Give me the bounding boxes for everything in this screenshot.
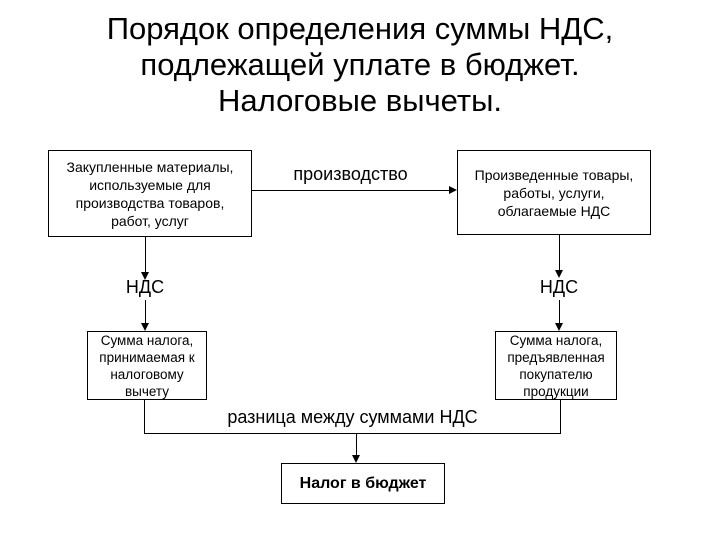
vat-right-arrow-lower-line — [559, 300, 560, 323]
merge-right-line — [560, 400, 561, 434]
production-arrow-line — [252, 190, 449, 191]
box-tax-to-budget: Налог в бюджет — [281, 463, 445, 504]
vat-right-arrow-lower-head-icon — [555, 323, 563, 331]
box-tax-presented-to-buyer: Сумма налога, предъявленная покупателю п… — [495, 331, 617, 400]
budget-arrow-line — [356, 434, 357, 455]
vat-left-arrow-upper-line — [145, 237, 146, 272]
vat-left-label: НДС — [125, 277, 165, 297]
vat-right-label: НДС — [539, 277, 579, 297]
vat-left-arrow-lower-head-icon — [141, 323, 149, 331]
box-produced-goods: Произведенные товары, работы, услуги, об… — [457, 150, 651, 235]
vat-left-arrow-lower-line — [145, 300, 146, 323]
vat-right-arrow-upper-head-icon — [555, 270, 563, 278]
production-label: производство — [293, 164, 408, 184]
budget-arrow-head-icon — [352, 455, 360, 463]
merge-horizontal-line — [144, 433, 561, 434]
difference-label: разница между суммами НДС — [227, 407, 478, 427]
production-arrow-head-icon — [449, 186, 457, 194]
box-tax-deduction: Сумма налога, принимаемая к налоговому в… — [87, 331, 207, 400]
slide-title: Порядок определения суммы НДС, подлежаще… — [106, 11, 614, 118]
box-purchased-materials: Закупленные материалы, используемые для … — [48, 150, 252, 237]
merge-left-line — [144, 400, 145, 434]
vat-right-arrow-upper-line — [559, 235, 560, 270]
vat-left-arrow-upper-head-icon — [141, 272, 149, 280]
